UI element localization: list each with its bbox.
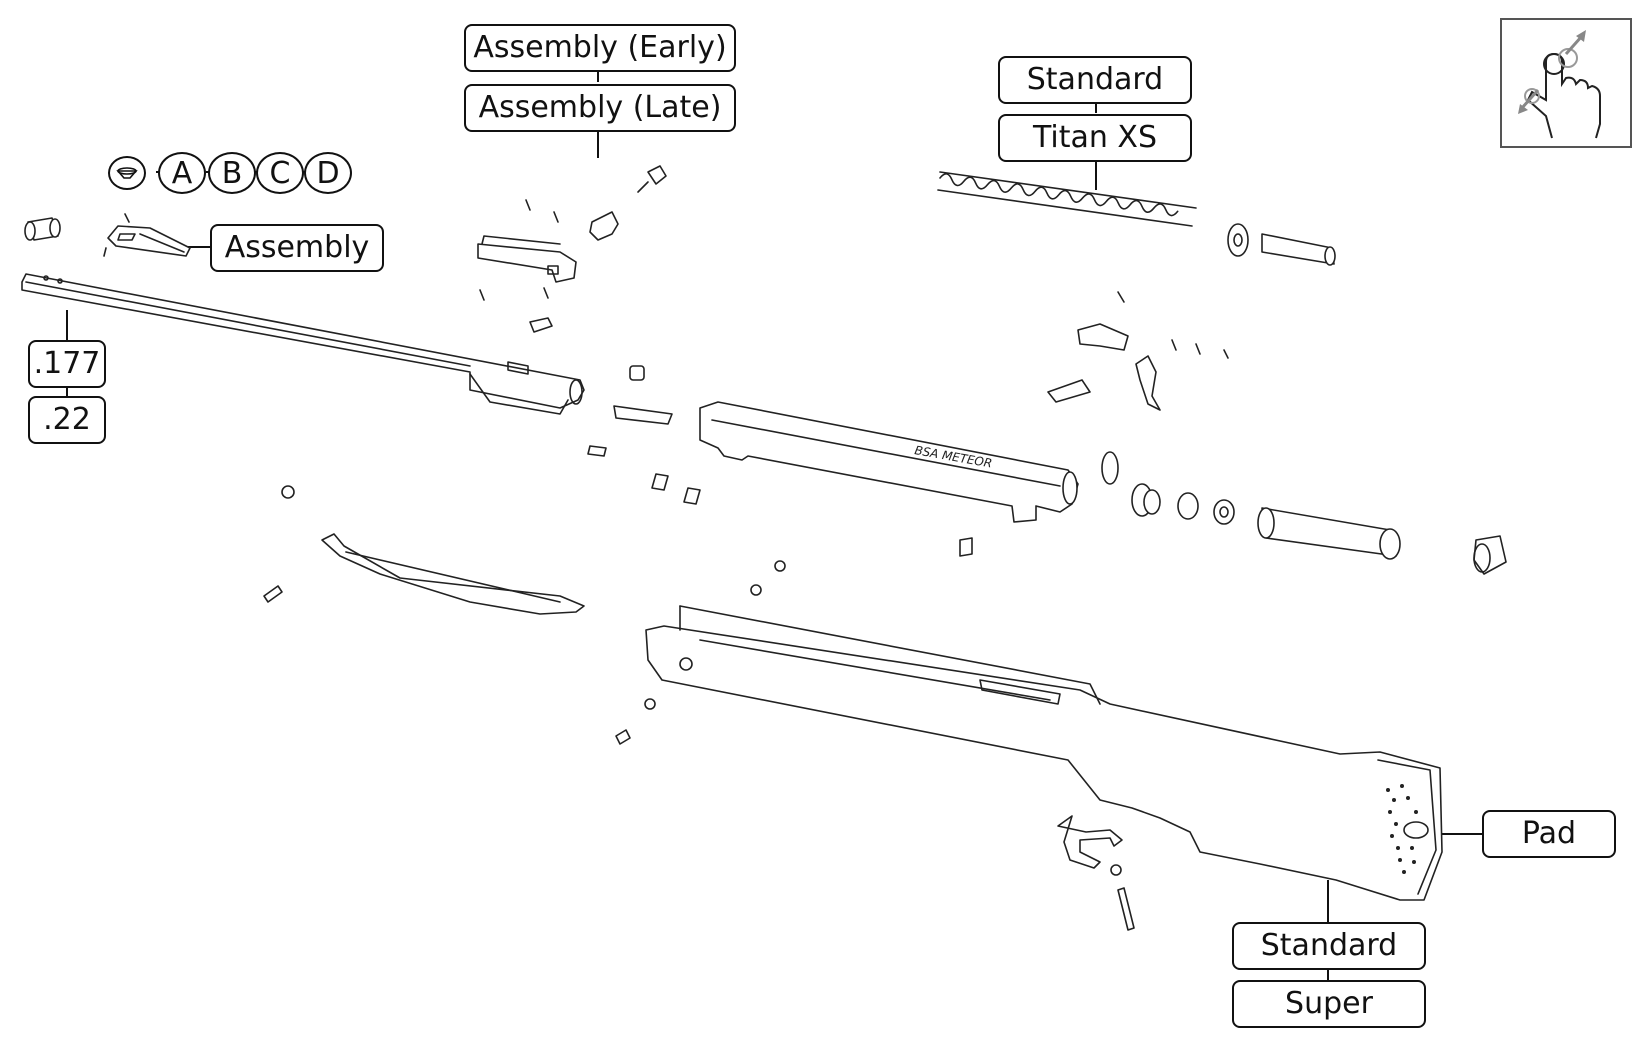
pellet-option-a[interactable]: A [158,152,206,194]
spring-guide [1227,223,1336,266]
stock-super-label[interactable]: Super [1232,980,1426,1028]
trigger-assembly-late-label[interactable]: Assembly (Late) [464,84,736,132]
caliber-22-label[interactable]: .22 [28,396,106,444]
hand-gesture-icon [1518,30,1601,139]
pellet-option-d[interactable]: D [304,152,352,194]
stock [645,605,1443,901]
trigger-assembly-early-label[interactable]: Assembly (Early) [464,24,736,72]
pellet-option-c[interactable]: C [256,152,304,194]
leader-lines [66,70,1482,980]
end-cap [1473,535,1507,575]
receiver-cylinder: BSA METEOR [587,365,1079,523]
pellet-icon[interactable] [108,156,146,190]
pellet-shape [116,167,138,179]
caliber-177-label[interactable]: .177 [28,340,106,388]
muzzle-cap [24,217,61,241]
trigger-housing [477,165,667,333]
stock-standard-label[interactable]: Standard [1232,922,1426,970]
mainspring [937,171,1197,227]
piston-assembly [1101,451,1401,560]
spring-titan-xs-label[interactable]: Titan XS [998,114,1192,162]
cocking-lever [281,485,585,615]
spring-standard-label[interactable]: Standard [998,56,1192,104]
barrel [21,273,585,415]
pellet-option-b[interactable]: B [208,152,256,194]
rear-sight [103,213,191,257]
trigger-guard [1057,815,1123,869]
pinch-zoom-gesture-icon[interactable] [1500,18,1632,148]
butt-pad-stipple [1386,784,1422,874]
butt-pad-label[interactable]: Pad [1482,810,1616,858]
pins-and-screws [263,473,1135,931]
rear-sight-assembly-label[interactable]: Assembly [210,224,384,272]
trigger-mechanism [1047,291,1229,411]
